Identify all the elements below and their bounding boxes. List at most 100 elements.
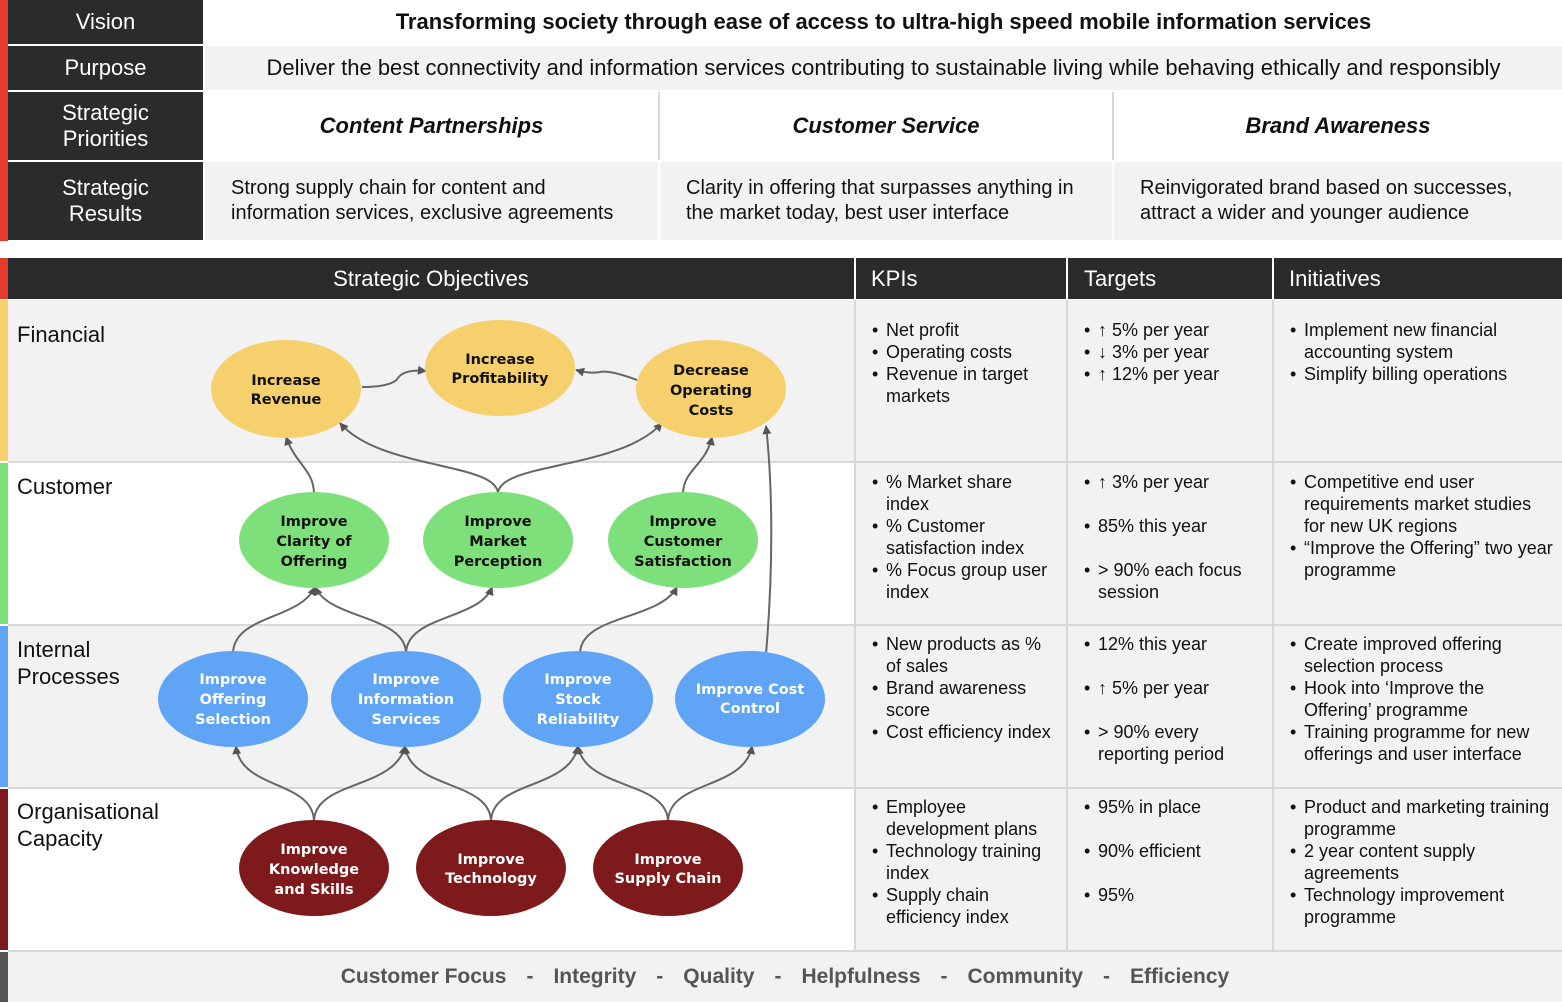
arrow-satisfaction-to-costs bbox=[682, 436, 715, 495]
arrow-info-services-to-perception bbox=[405, 586, 494, 655]
capacity-stripe bbox=[0, 789, 8, 950]
capacity-kpis: Employee development plansTechnology tra… bbox=[856, 789, 1066, 950]
priority-divider bbox=[1112, 92, 1114, 160]
value-item: Community bbox=[967, 965, 1084, 988]
capacity-targets: 95% in place90% efficient95% bbox=[1068, 789, 1272, 950]
col-divider bbox=[854, 300, 856, 950]
value-item: Quality bbox=[683, 965, 755, 988]
value-item: Integrity bbox=[553, 965, 637, 988]
customer-stripe bbox=[0, 463, 8, 624]
value-separator: - bbox=[526, 965, 534, 988]
value-separator: - bbox=[940, 965, 948, 988]
internal-kpis: New products as % of salesBrand awarenes… bbox=[856, 626, 1066, 787]
vision-statement: Transforming society through ease of acc… bbox=[205, 0, 1562, 44]
arrow-perception-to-profitability bbox=[339, 422, 499, 495]
value-separator: - bbox=[774, 965, 782, 988]
customer-kpis: % Market share index% Customer satisfact… bbox=[856, 463, 1066, 624]
header-initiatives: Initiatives bbox=[1274, 258, 1562, 299]
arrow-cost-control-to-costs bbox=[762, 425, 773, 655]
arrow-supply-to-stock bbox=[574, 745, 669, 823]
customer-initiatives: Competitive end user requirements market… bbox=[1274, 463, 1562, 624]
customer-label: Customer bbox=[17, 474, 113, 499]
header-targets: Targets bbox=[1068, 258, 1272, 299]
header-strategic-objectives: Strategic Objectives bbox=[8, 258, 854, 299]
financial-targets: ↑ 5% per year↓ 3% per year↑ 12% per year bbox=[1068, 300, 1272, 461]
result-brand: Reinvigorated brand based on successes,a… bbox=[1114, 162, 1562, 240]
financial-stripe bbox=[0, 300, 8, 461]
arrow-knowledge-to-offering-selection bbox=[232, 745, 315, 823]
value-item: Customer Focus bbox=[340, 965, 507, 988]
col-divider bbox=[1066, 300, 1068, 950]
value-item: Helpfulness bbox=[801, 965, 921, 988]
vision-label: Vision bbox=[8, 0, 203, 44]
internal-initiatives: Create improved offering selection proce… bbox=[1274, 626, 1562, 787]
row-divider bbox=[8, 950, 1562, 952]
arrow-technology-to-info-services bbox=[401, 745, 492, 823]
arrow-perception-to-costs bbox=[497, 422, 663, 495]
purpose-label: Purpose bbox=[8, 46, 203, 90]
priority-content-partnerships: Content Partnerships bbox=[205, 92, 658, 160]
col-divider bbox=[1272, 300, 1274, 950]
row-divider bbox=[8, 787, 1562, 789]
values-accent-bar bbox=[0, 952, 8, 1002]
capacity-initiatives: Product and marketing training programme… bbox=[1274, 789, 1562, 950]
header-accent-bar bbox=[0, 258, 8, 299]
financial-label: Financial bbox=[17, 322, 106, 347]
arrow-stock-to-satisfaction bbox=[579, 586, 678, 655]
financial-kpis: Net profitOperating costsRevenue in targ… bbox=[856, 300, 1066, 461]
internal-targets: 12% this year↑ 5% per year> 90% every re… bbox=[1068, 626, 1272, 787]
purpose-statement: Deliver the best connectivity and inform… bbox=[205, 46, 1562, 90]
row-divider bbox=[8, 461, 1562, 463]
connector-arrows bbox=[232, 365, 773, 823]
arrow-offering-selection-to-clarity bbox=[232, 586, 316, 655]
top-accent-bar bbox=[0, 0, 8, 241]
row-divider bbox=[8, 624, 1562, 626]
result-customer: Clarity in offering that surpasses anyth… bbox=[660, 162, 1112, 240]
header-kpis: KPIs bbox=[856, 258, 1066, 299]
arrow-supply-to-cost-control bbox=[667, 745, 756, 823]
values-bar: Customer Focus - Integrity - Quality - H… bbox=[8, 952, 1562, 1002]
value-separator: - bbox=[1103, 965, 1111, 988]
arrow-clarity-to-revenue bbox=[284, 436, 315, 495]
internal-stripe bbox=[0, 626, 8, 787]
arrow-info-services-to-clarity bbox=[314, 586, 407, 655]
arrow-revenue-to-profitability bbox=[361, 365, 427, 388]
financial-initiatives: Implement new financial accounting syste… bbox=[1274, 300, 1562, 461]
customer-targets: ↑ 3% per year85% this year> 90% each foc… bbox=[1068, 463, 1272, 624]
priority-customer-service: Customer Service bbox=[660, 92, 1112, 160]
arrow-technology-to-stock bbox=[490, 745, 581, 823]
value-separator: - bbox=[656, 965, 664, 988]
priority-brand-awareness: Brand Awareness bbox=[1114, 92, 1562, 160]
priority-divider bbox=[658, 92, 660, 160]
